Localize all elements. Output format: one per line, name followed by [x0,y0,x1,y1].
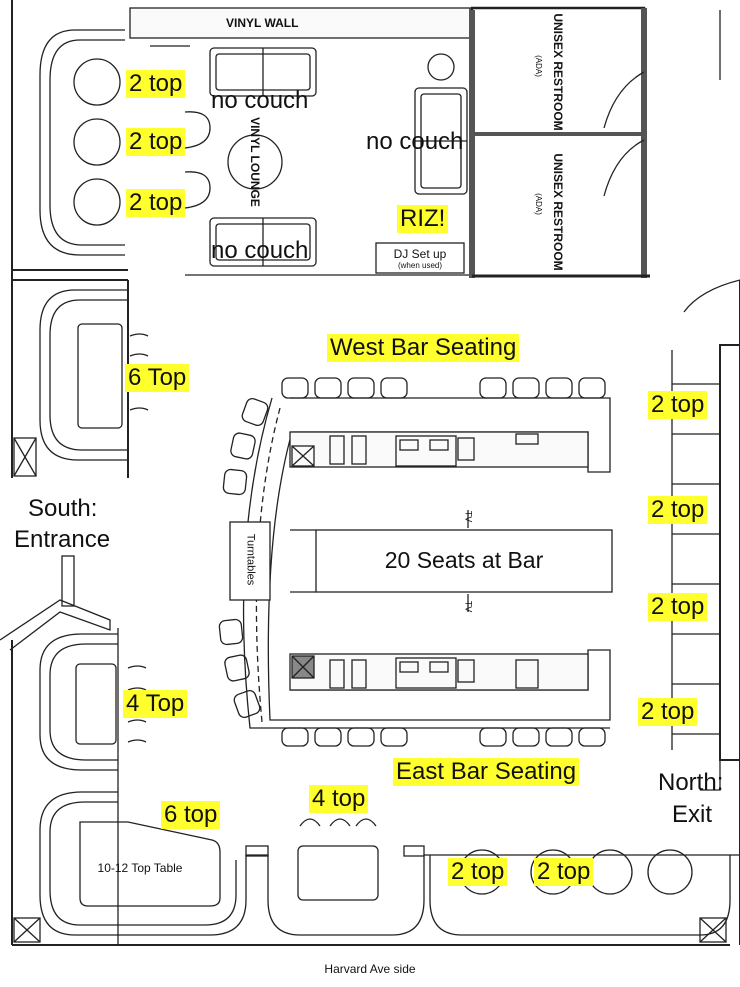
central-bar [242,397,613,729]
window-4top-table [297,845,379,901]
vinyl-wall-label: VINYL WALL [226,16,299,30]
west-bar-label: West Bar Seating [327,334,520,362]
dj-setup-label: DJ Set up [393,247,447,261]
lounge-bench [39,29,125,256]
north-2top-c-label: 2 top [648,593,708,621]
front-bench [429,855,731,936]
north-2top-d-label: 2 top [638,698,698,726]
no-couch-note-1: no couch [211,87,309,114]
booth-6top-label: 6 Top [125,364,190,392]
large-table [79,821,221,907]
vinyl-lounge-label: VINYL LOUNGE [248,117,262,207]
street-side-label: Harvard Ave side [324,962,416,976]
front-2top-b-label: 2 top [534,858,594,886]
restroom-1-label: UNISEX RESTROOM [551,13,565,131]
corner-6top-label: 6 top [161,801,221,829]
booth-6top-table [77,323,123,429]
tv-2-label: TV [463,600,474,613]
east-bar-stools [281,727,606,747]
lounge-table-c [73,178,121,226]
bar-center-label: 20 Seats at Bar [384,547,544,573]
north-exit-label-1: North: [658,769,724,796]
restrooms [469,6,650,278]
lounge-table-b [73,118,121,166]
corner-bench [39,791,247,936]
no-couch-note-3: no couch [211,237,309,264]
dj-booth [375,242,465,274]
restroom-2-sub: (ADA) [534,193,543,215]
lounge-2top-a-label: 2 top [126,70,186,98]
booth-4top-label: 4 Top [123,690,188,718]
no-couch-note-2: no couch [366,128,464,155]
window-4top-label: 4 top [309,785,369,813]
vinyl-wall [129,7,471,39]
vinyl-lounge-table [227,134,283,190]
dj-setup-sub: (when used) [397,261,443,270]
north-exit-label-2: Exit [672,801,713,828]
curve-bar-stools [218,398,269,718]
large-table-label: 10-12 Top Table [97,861,183,875]
turntables-table [229,521,271,601]
lounge-2top-b-label: 2 top [126,128,186,156]
front-2top-a-label: 2 top [448,858,508,886]
booth-4top-bench [39,633,118,771]
south-entrance-label-2: Entrance [14,526,111,553]
riz-note: RIZ! [397,205,449,233]
turntables-label: Turntables [244,533,257,586]
restroom-1-sub: (ADA) [534,55,543,77]
west-bar-stools [281,377,606,399]
booth-4top-table [75,663,117,745]
lounge-2top-c-label: 2 top [126,189,186,217]
south-entrance-label-1: South: [28,495,98,522]
north-2top-a-label: 2 top [648,391,708,419]
booth-6top-bench [39,289,128,461]
restroom-2-label: UNISEX RESTROOM [551,153,565,271]
tv-1-label: TV [463,510,474,523]
north-2top-b-label: 2 top [648,496,708,524]
lounge-table-a [73,58,121,106]
east-bar-label: East Bar Seating [393,758,580,786]
